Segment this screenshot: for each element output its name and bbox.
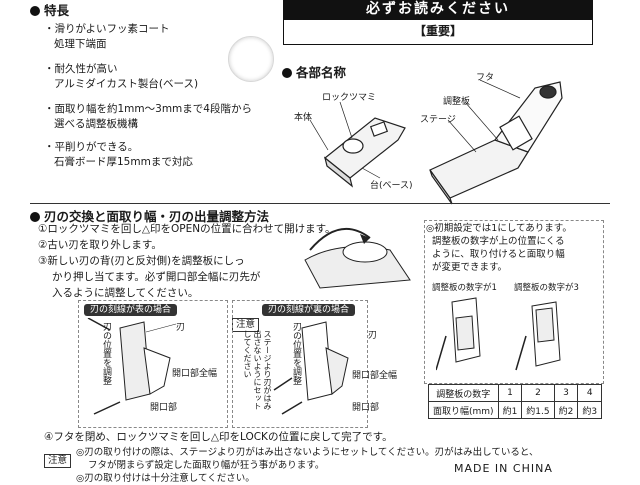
diagram-front-vertical: 刃の位置を調整 (101, 322, 111, 385)
table-cell: 約2 (553, 401, 579, 419)
hang-hole (228, 36, 274, 82)
table-header-cell: 調整板の数字 (428, 384, 499, 402)
note-text: ステージより刃がはみ出さないようにセットしてください (243, 330, 272, 410)
feature-item: ・平削りができる。石膏ボード厚15mmまで対応 (44, 141, 193, 168)
diagram-front-blade: 刃 (176, 323, 186, 333)
step-1: ①ロックツマミを回し△印をOPENの位置に合わせて開けます。 (38, 223, 336, 235)
bullet-icon (30, 212, 40, 222)
banner-subtitle: 【重要】 (413, 24, 462, 38)
label-lid: フタ (476, 73, 495, 83)
diagram-front-header: 刃の刻線が表の場合 (84, 304, 178, 316)
feature-item: ・耐久性が高いアルミダイカスト製台(ベース) (44, 63, 199, 90)
adjust-plate-illustration (436, 297, 561, 371)
diagram-front-opening-full: 開口部全幅 (172, 369, 218, 379)
made-in-label: MADE IN CHINA (454, 462, 553, 475)
note-block: 注意 (232, 312, 260, 332)
diagram-front-frame (78, 300, 228, 428)
section-divider (30, 203, 610, 204)
blade-section-heading: 刃の交換と面取り幅・刃の出量調整方法 (30, 206, 269, 225)
parts-heading: 各部名称 (282, 62, 346, 81)
table-cell: 約3 (577, 401, 603, 419)
case-1-label: 調整板の数字が1 (432, 283, 497, 293)
table-cell: 約1.5 (521, 401, 555, 419)
chamfer-width-table: 調整板の数字 1 2 3 4 面取り幅(mm) 約1 約1.5 約2 約3 (428, 384, 603, 419)
table-header-cell: 面取り幅(mm) (428, 401, 499, 419)
important-banner: 必ずお読みください 【重要】 (283, 0, 593, 45)
step-3-cont: 入るように調整してください。 (52, 287, 199, 299)
feature-item: ・面取り幅を約1mm～3mmまで4段階から選べる調整板機構 (44, 103, 252, 130)
step-4: ④フタを閉め、ロックツマミを回し△印をLOCKの位置に戻して完了です。 (44, 431, 393, 443)
diagram-back-vertical: 刃の位置を調整 (291, 322, 301, 385)
bullet-icon (30, 6, 40, 16)
diagram-back-opening: 開口部 (352, 403, 380, 413)
caution-tag: 注意 (44, 454, 72, 468)
table-row: 面取り幅(mm) 約1 約1.5 約2 約3 (428, 401, 603, 419)
diagram-back-opening-full: 開口部全幅 (352, 371, 398, 381)
parts-illustration (309, 80, 563, 205)
caution-text: ◎刃の取り付けの際は、ステージより刃がはみ出さないようにセットしてください。刃が… (76, 447, 539, 484)
step-3-cont: かり押し当てます。必ず開口部全幅に刃先が (52, 271, 261, 283)
step-3: ③新しい刃の背(刃と反対側)を調整板にしっ (38, 255, 245, 267)
table-cell: 2 (521, 384, 555, 402)
note-tag: 注意 (232, 318, 260, 332)
case-3-label: 調整板の数字が3 (514, 283, 579, 293)
features-heading: 特長 (30, 0, 69, 19)
table-cell: 約1 (497, 401, 523, 419)
initial-frame (424, 220, 604, 384)
diagram-back-blade: 刃 (368, 331, 378, 341)
bullet-icon (282, 68, 292, 78)
label-stage: ステージ (420, 115, 456, 125)
feature-item: ・滑りがよいフッ素コート処理下端面 (44, 23, 170, 50)
lock-knob-illustration (304, 228, 411, 289)
table-cell: 3 (553, 384, 579, 402)
label-adjust-plate: 調整板 (443, 97, 471, 107)
label-body: 本体 (294, 113, 313, 123)
diagram-back-frame (232, 300, 368, 428)
diagram-back-illustration (273, 321, 349, 415)
diagram-back-header: 刃の刻線が裏の場合 (262, 304, 356, 316)
caution-tag-wrap: 注意 (44, 448, 72, 468)
label-lock-knob: ロックツマミ (322, 93, 377, 103)
diagram-front-opening: 開口部 (150, 403, 178, 413)
diagram-front-illustration (87, 318, 177, 415)
table-cell: 4 (577, 384, 603, 402)
step-2: ②古い刃を取り外します。 (38, 239, 162, 251)
table-cell: 1 (497, 384, 523, 402)
table-row: 調整板の数字 1 2 3 4 (428, 384, 603, 402)
initial-setting: ◎初期設定では1にしてあります。 調整板の数字が上の位置にくる ように、取り付け… (426, 223, 572, 273)
label-base: 台(ベース) (370, 181, 413, 191)
banner-title: 必ずお読みください (284, 0, 592, 20)
